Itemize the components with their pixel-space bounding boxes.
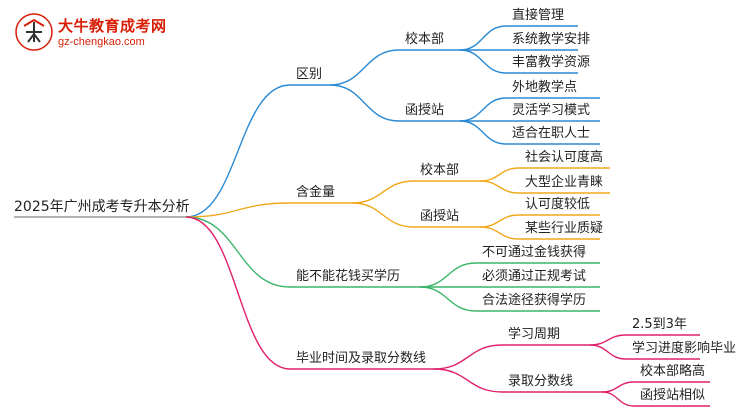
site-logo: 大牛教育成考网 gz-chengkao.com	[14, 12, 184, 56]
sub-node: 学习周期	[508, 327, 561, 342]
root-node: 2025年广州成考专升本分析	[14, 199, 190, 215]
leaf-connector	[479, 180, 520, 194]
sub-node: 录取分数线	[508, 374, 574, 389]
leaf-connector	[479, 214, 520, 228]
sub-connector	[433, 368, 503, 393]
leaf-node: 某些行业质疑	[525, 221, 604, 236]
leaf-connector	[589, 344, 627, 360]
leaf-connector	[459, 120, 507, 145]
leaf-connector	[459, 49, 507, 74]
leaf-node: 适合在职人士	[512, 126, 591, 141]
sub-connector	[351, 180, 415, 204]
branch-node: 区别	[296, 67, 323, 82]
sub-node: 校本部	[405, 32, 445, 47]
leaf-connector	[419, 262, 477, 288]
leaf-node: 灵活学习模式	[512, 103, 591, 118]
sub-node: 函授站	[420, 209, 460, 224]
branch-node: 毕业时间及录取分数线	[296, 351, 427, 366]
leaf-node: 2.5到3年	[632, 317, 687, 332]
leaf-node: 认可度较低	[525, 197, 591, 212]
branch-node: 能不能花钱买学历	[296, 269, 401, 284]
sub-node: 函授站	[405, 103, 445, 118]
branch-node: 含金量	[296, 185, 336, 200]
leaf-node: 函授站相似	[640, 388, 706, 403]
leaf-connector	[459, 97, 507, 122]
sub-node: 校本部	[420, 163, 460, 178]
sub-connector	[329, 49, 400, 86]
sub-connector	[329, 84, 400, 122]
leaf-node: 系统教学安排	[512, 32, 591, 47]
leaf-connector	[459, 25, 507, 51]
logo-mascot-icon	[15, 13, 53, 51]
logo-url: gz-chengkao.com	[58, 36, 145, 48]
leaf-node: 丰富教学资源	[512, 55, 591, 70]
leaf-connector	[601, 381, 635, 393]
sub-connector	[351, 202, 415, 228]
leaf-node: 直接管理	[512, 8, 565, 23]
leaf-node: 校本部略高	[640, 364, 706, 379]
branch-connector	[185, 216, 291, 288]
sub-connector	[433, 344, 503, 370]
leaf-node: 大型企业青睐	[525, 175, 604, 190]
leaf-connector	[479, 167, 520, 182]
leaf-connector	[601, 391, 635, 407]
leaf-node: 必须通过正规考试	[482, 269, 587, 284]
leaf-node: 学习进度影响毕业	[632, 341, 737, 356]
leaf-connector	[479, 226, 520, 240]
leaf-node: 合法途径获得学历	[482, 293, 587, 308]
branch-connector	[185, 84, 291, 218]
branch-connector	[185, 216, 291, 370]
leaf-node: 不可通过金钱获得	[482, 245, 587, 260]
leaf-node: 社会认可度高	[525, 150, 604, 165]
logo-name: 大牛教育成考网	[58, 17, 167, 35]
leaf-connector	[419, 286, 477, 312]
leaf-node: 外地教学点	[512, 80, 578, 95]
branch-connector	[185, 202, 291, 218]
leaf-connector	[589, 334, 627, 346]
